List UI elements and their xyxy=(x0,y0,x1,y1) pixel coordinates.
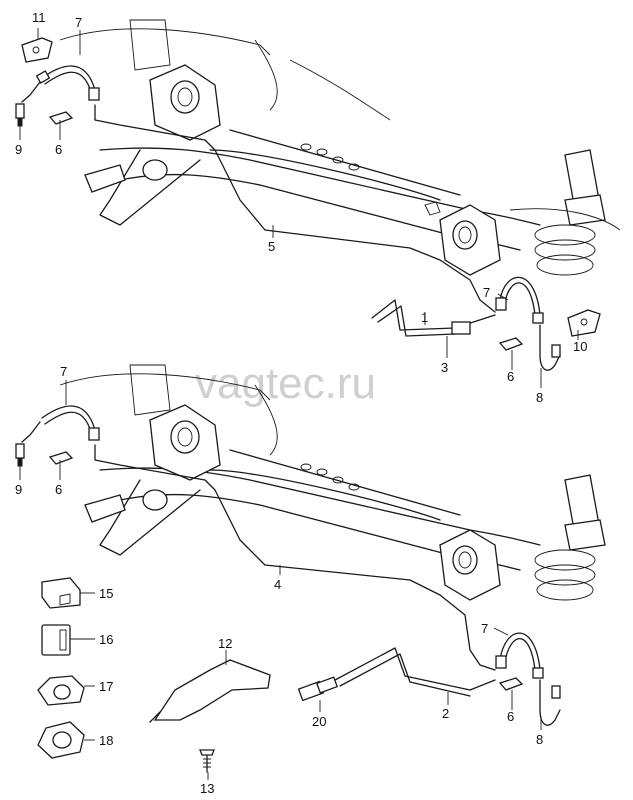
callout-11-top: 11 xyxy=(32,10,46,25)
callout-4: 4 xyxy=(274,577,281,592)
top-leader-lines xyxy=(19,28,579,388)
callout-6-top-left: 6 xyxy=(55,142,62,157)
callout-9-bottom: 9 xyxy=(15,482,22,497)
watermark: vagtec.ru xyxy=(195,359,376,408)
rear-axle-top xyxy=(15,19,621,371)
bottom-leader-lines xyxy=(19,380,542,780)
callout-1: 1 xyxy=(421,310,428,325)
callout-9-top: 9 xyxy=(15,142,22,157)
callout-12: 12 xyxy=(218,636,232,651)
callout-5: 5 xyxy=(268,239,275,254)
callout-15: 15 xyxy=(99,586,113,601)
callout-10: 10 xyxy=(573,339,587,354)
top-callouts: 11 7 9 6 5 1 3 7 6 10 8 xyxy=(15,10,587,405)
callout-6-bottom-right: 6 xyxy=(507,709,514,724)
callout-13: 13 xyxy=(200,781,214,796)
callout-16: 16 xyxy=(99,632,113,647)
callout-7-top-left: 7 xyxy=(75,15,82,30)
callout-7-bottom-right: 7 xyxy=(481,621,488,636)
callout-20: 20 xyxy=(312,714,326,729)
callout-18: 18 xyxy=(99,733,113,748)
rear-axle-bottom xyxy=(15,364,606,773)
callout-2: 2 xyxy=(442,706,449,721)
callout-17: 17 xyxy=(99,679,113,694)
bottom-callouts: 7 9 6 4 7 2 6 8 12 20 13 15 16 17 18 xyxy=(15,364,543,796)
callout-8-top: 8 xyxy=(536,390,543,405)
callout-6-top-right: 6 xyxy=(507,369,514,384)
callout-7-bottom-left: 7 xyxy=(60,364,67,379)
callout-8-bottom: 8 xyxy=(536,732,543,747)
callout-3: 3 xyxy=(441,360,448,375)
callout-6-bottom-left: 6 xyxy=(55,482,62,497)
callout-7-top-right: 7 xyxy=(483,285,490,300)
